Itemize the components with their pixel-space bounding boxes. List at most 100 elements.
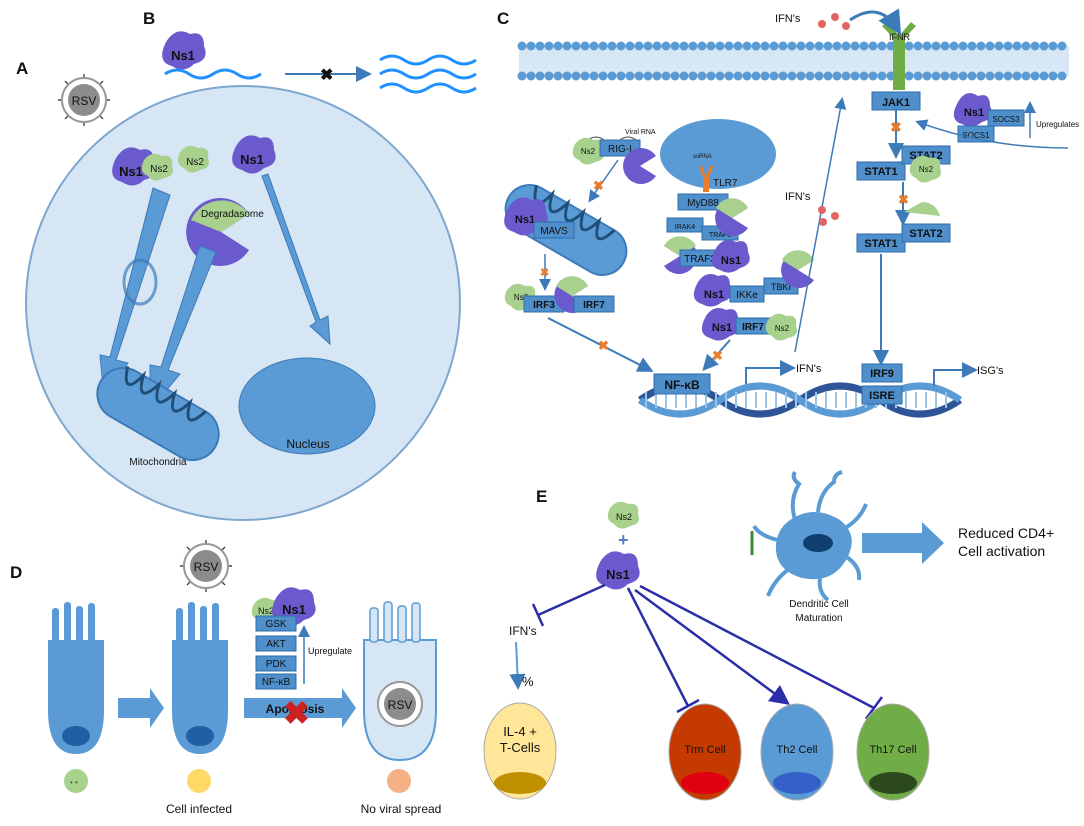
nfkb-box: [653, 373, 711, 395]
apoptosis-arrow: [244, 688, 356, 728]
ns2-irf7-label: Ns2: [775, 324, 790, 333]
traf3-label: TRAF3: [684, 254, 716, 265]
svg-text:✖: ✖: [593, 178, 604, 193]
th2-label: Th2 Cell: [777, 744, 818, 756]
ns1-irf7-label: Ns1: [712, 322, 732, 334]
ns1-label: Ns1: [171, 48, 195, 63]
nfkb-label: NF-κB: [664, 378, 700, 392]
percent-label: %: [522, 674, 534, 689]
panel-a: A RSV Ns1 Ns2 Ns2: [16, 59, 461, 521]
ns1-label: Ns1: [119, 164, 143, 179]
tlr7-label: TLR7: [713, 178, 738, 189]
rsv-virus: RSV: [180, 540, 232, 592]
mavs-label: MAVS: [540, 226, 568, 237]
rsv-virus: RSV: [58, 74, 110, 126]
ns1-traf3-label: Ns1: [721, 255, 741, 267]
irf7-label: IRF7: [583, 300, 605, 311]
stat1-box: [856, 161, 906, 181]
progression-arrow: [118, 688, 164, 728]
ns2-label: Ns2: [258, 606, 274, 616]
svg-text:• •: • •: [70, 778, 78, 787]
isre-label: ISRE: [869, 390, 895, 402]
ns2-rig-label: Ns2: [581, 147, 596, 156]
stat2-label: STAT2: [909, 228, 942, 240]
stat1-box: [856, 233, 906, 253]
ns1-mavs-label: Ns1: [515, 214, 535, 226]
ns1-socs-label: Ns1: [964, 107, 984, 119]
blocked-cross: ✖: [283, 695, 310, 731]
ns1-inhibitions: [531, 583, 884, 720]
mrna-single: [164, 68, 262, 80]
epithelial-cell-contained: RSV: [363, 601, 437, 793]
stat2-box: [901, 223, 951, 243]
ns2-protein-free: Ns2: [177, 145, 209, 173]
panel-e: E Ns2 + Ns1 Dendritic Cell Maturation: [483, 470, 1054, 801]
degradasome-label: Degradasome: [201, 209, 264, 220]
nfkb-d-label: NF-κB: [262, 677, 291, 688]
ns1-label: Ns1: [606, 567, 630, 582]
socs1-label: SOCS1: [962, 131, 990, 140]
blocked-cross: ✖: [320, 67, 333, 84]
panel-b: B Ns1 ✖: [143, 9, 477, 94]
ns1-activates-th2: [634, 588, 791, 705]
panel-b-label: B: [143, 9, 155, 28]
ns2-stat-label: Ns2: [919, 165, 934, 174]
dendritic-cell: Dendritic Cell Maturation: [752, 470, 868, 624]
epithelial-cell-healthy: • •: [48, 602, 104, 793]
panel-c-label: C: [497, 9, 509, 28]
isre-box: [861, 385, 903, 405]
mitochondria-label: Mitochondria: [129, 457, 187, 468]
plus-label: +: [618, 530, 629, 550]
svg-text:✖: ✖: [898, 192, 909, 207]
cell-infected-label: Cell infected: [166, 802, 232, 816]
mitochondrion-icon: Mitochondria: [96, 366, 220, 468]
svg-text:✖: ✖: [598, 338, 609, 353]
irf9-label: IRF9: [870, 368, 894, 380]
viral-rna-label: Viral RNA: [625, 129, 656, 136]
isg-label: ISG's: [977, 365, 1004, 377]
panel-d-label: D: [10, 563, 22, 582]
akt-label: AKT: [266, 639, 285, 650]
trm-cell: Trm Cell: [668, 703, 742, 801]
ifn-label-top: IFN's: [775, 13, 801, 25]
stat1-label: STAT1: [864, 238, 897, 250]
ifn-label-mid: IFN's: [785, 191, 811, 203]
ns2-label: Ns2: [616, 512, 632, 522]
gsk-label: GSK: [265, 619, 286, 630]
socs3-label: SOCS3: [992, 115, 1020, 124]
ns1-protein: Ns1: [162, 31, 206, 70]
ns1-protein-free: Ns1: [232, 135, 276, 174]
ns1-label: Ns1: [282, 602, 306, 617]
jak1-label: JAK1: [882, 97, 910, 109]
ssrna-label: ssRNA: [693, 154, 712, 160]
ifn-molecules-top: [818, 13, 850, 30]
virus-inside-label: RSV: [388, 698, 413, 712]
virus-label: RSV: [194, 560, 219, 574]
myd88-label: MyD88: [687, 198, 719, 209]
panel-c: C IFNR IFN's JAK1 ✖ Ns1 SOCS3 SOCS1: [497, 8, 1079, 418]
mrna-multiple: [379, 54, 477, 94]
dc-label-2: Maturation: [795, 613, 842, 624]
ikke-label: IKKe: [736, 290, 758, 301]
ns1-label: Ns1: [240, 152, 264, 167]
tbki-label: TBKI: [771, 282, 791, 292]
rig-i-label: RIG-I: [608, 144, 632, 155]
ns2-irf3-label: Ns2: [514, 293, 529, 302]
irf9-box: [861, 363, 903, 383]
svg-text:✖: ✖: [712, 348, 723, 363]
ifn-label: IFN's: [509, 624, 537, 638]
il4-label-2: T-Cells: [500, 740, 541, 755]
ifn-molecules-mid: [818, 206, 839, 226]
cell-membrane: [517, 41, 1069, 81]
endosome: [660, 119, 776, 189]
nucleus: [238, 357, 376, 455]
il4-label: IL-4 +: [503, 724, 537, 739]
th17-label: Th17 Cell: [869, 744, 916, 756]
traf6-label: TRAF6: [709, 232, 731, 239]
svg-text:✖: ✖: [890, 119, 902, 135]
th2-cell: Th2 Cell: [760, 703, 834, 801]
stat1-label: STAT1: [864, 166, 897, 178]
svg-text:✖: ✖: [540, 267, 549, 279]
virus-label: RSV: [72, 94, 97, 108]
